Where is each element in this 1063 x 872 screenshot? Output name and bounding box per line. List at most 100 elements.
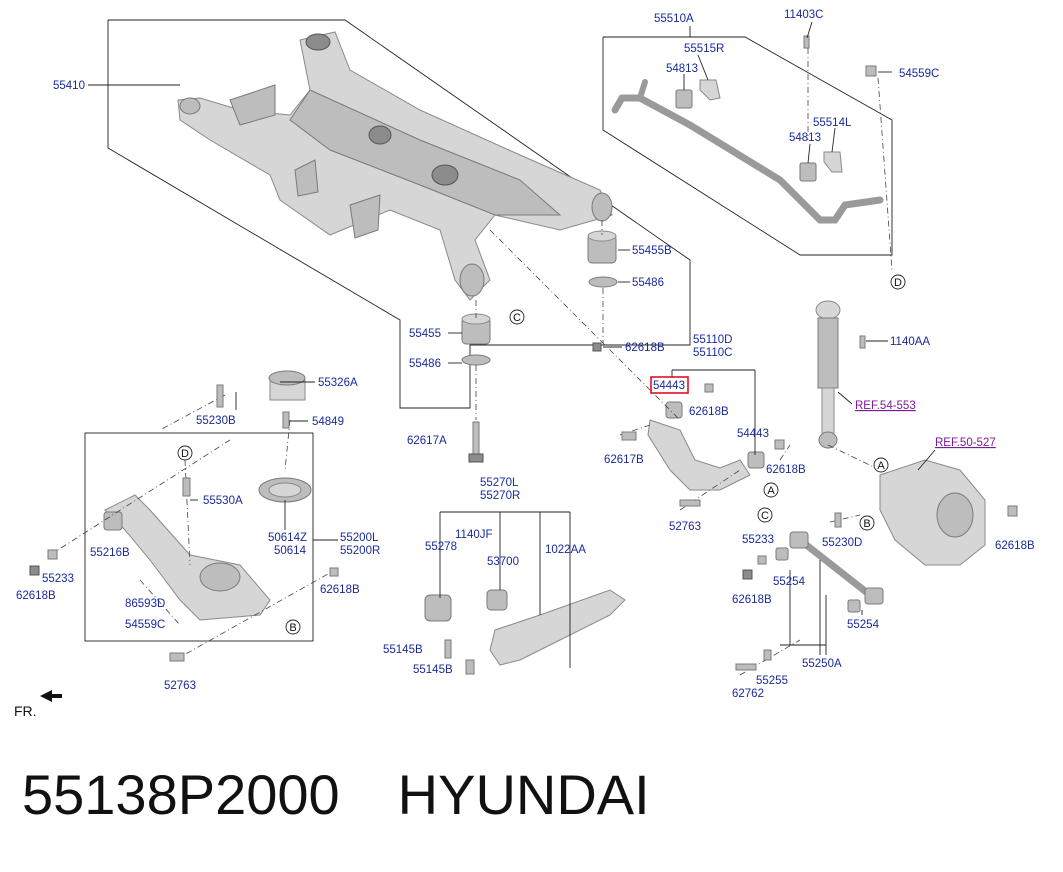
- washer-55486-a-drawing: [588, 276, 618, 288]
- label-62617A[interactable]: 62617A: [407, 435, 447, 447]
- callout-B-1: B: [289, 622, 296, 634]
- label-54813-a[interactable]: 54813: [666, 63, 698, 75]
- label-55200R[interactable]: 55200R: [340, 545, 380, 557]
- label-55254-b[interactable]: 55254: [847, 619, 880, 631]
- crossmember-drawing: [177, 31, 613, 301]
- label-55510A[interactable]: 55510A: [654, 13, 694, 25]
- stabilizer-clamp-b-drawing: [823, 151, 843, 173]
- washer-55486-b-drawing: [461, 354, 491, 366]
- label-62618B-l2[interactable]: 62618B: [320, 584, 360, 596]
- label-55216B[interactable]: 55216B: [90, 547, 130, 559]
- bolt-11403C-drawing: [803, 35, 810, 49]
- bushing-55455-drawing: [461, 313, 491, 345]
- stabilizer-bushing-a-drawing: [675, 89, 693, 109]
- label-55270R[interactable]: 55270R: [480, 490, 520, 502]
- label-54849[interactable]: 54849: [312, 416, 344, 428]
- label-55110D[interactable]: 55110D: [693, 334, 732, 346]
- leader-lines: [88, 21, 936, 668]
- label-55270L[interactable]: 55270L: [480, 477, 519, 489]
- footer-brand: HYUNDAI: [397, 763, 650, 826]
- label-1140AA[interactable]: 1140AA: [890, 336, 930, 348]
- label-62618B-c[interactable]: 62618B: [766, 464, 806, 476]
- callout-circles: C D A D B A C B: [177, 274, 906, 635]
- spring-pad-55326A-drawing: [268, 370, 306, 401]
- callout-B-2: B: [863, 518, 870, 530]
- label-55410[interactable]: 55410: [53, 80, 85, 92]
- nut-54559C-top-drawing: [865, 65, 877, 77]
- label-1140JF[interactable]: 1140JF: [455, 529, 493, 541]
- bolt-1140AA-drawing: [859, 335, 866, 349]
- nut-62618B-mid-drawing: [592, 342, 602, 352]
- label-55455B[interactable]: 55455B: [632, 245, 672, 257]
- label-55455[interactable]: 55455: [409, 328, 441, 340]
- label-52763-left[interactable]: 52763: [164, 680, 196, 692]
- highlight-box: [650, 376, 689, 394]
- rear-link-drawing: [775, 531, 884, 613]
- label-53700[interactable]: 53700: [487, 556, 519, 568]
- label-54559C-top[interactable]: 54559C: [899, 68, 939, 80]
- label-54443-highlighted[interactable]: 54443: [653, 380, 685, 392]
- footer-caption: 55138P2000 HYUNDAI: [22, 762, 650, 827]
- stabilizer-clamp-a-drawing: [699, 79, 721, 101]
- label-62618B-right[interactable]: 62618B: [995, 540, 1035, 552]
- bolt-62617A-drawing: [468, 421, 484, 463]
- label-55278[interactable]: 55278: [425, 541, 457, 553]
- stabilizer-group-outline: [602, 36, 893, 256]
- bushing-54443-a-drawing: [665, 401, 683, 419]
- label-54559C-left[interactable]: 54559C: [125, 619, 165, 631]
- label-50614Z[interactable]: 50614Z: [268, 532, 307, 544]
- bushing-55455B-drawing: [587, 230, 617, 264]
- label-54813-b[interactable]: 54813: [789, 132, 821, 144]
- upper-arm-drawing: [647, 419, 751, 491]
- label-86593D[interactable]: 86593D: [125, 598, 165, 610]
- label-55254-a[interactable]: 55254: [773, 576, 806, 588]
- label-62617B[interactable]: 62617B: [604, 454, 644, 466]
- label-62618B-mid[interactable]: 62618B: [625, 342, 665, 354]
- label-54443[interactable]: 54443: [737, 428, 769, 440]
- label-62618B-b[interactable]: 62618B: [689, 406, 729, 418]
- label-55145B-b[interactable]: 55145B: [413, 664, 453, 676]
- ref-50-527[interactable]: REF.50-527: [935, 437, 996, 449]
- label-55515R[interactable]: 55515R: [684, 43, 724, 55]
- label-55230B[interactable]: 55230B: [196, 415, 236, 427]
- callout-C-2: C: [761, 510, 769, 522]
- subframe-group-outline: [107, 19, 691, 409]
- label-55233-left[interactable]: 55233: [42, 573, 74, 585]
- shock-absorber-drawing: [815, 300, 841, 449]
- ref-54-553[interactable]: REF.54-553: [855, 400, 916, 412]
- spring-seat-50614-drawing: [258, 477, 312, 503]
- footer-part-number: 55138P2000: [22, 763, 340, 826]
- label-62618B-r2[interactable]: 62618B: [732, 594, 772, 606]
- callout-D-1: D: [894, 277, 902, 289]
- label-62618B-left[interactable]: 62618B: [16, 590, 56, 602]
- hardware-shapes: [29, 383, 1018, 675]
- front-direction-indicator: FR.: [14, 690, 62, 719]
- label-1022AA[interactable]: 1022AA: [545, 544, 586, 556]
- label-55110C[interactable]: 55110C: [693, 347, 732, 359]
- stabilizer-bushing-b-drawing: [799, 162, 817, 182]
- label-55230D[interactable]: 55230D: [822, 537, 862, 549]
- label-55145B-a[interactable]: 55145B: [383, 644, 423, 656]
- label-11403C[interactable]: 11403C: [784, 9, 823, 21]
- stabilizer-bar-drawing: [611, 79, 884, 224]
- label-52763-mid[interactable]: 52763: [669, 521, 701, 533]
- callout-C-1: C: [513, 312, 521, 324]
- label-55250A[interactable]: 55250A: [802, 658, 842, 670]
- label-55200L[interactable]: 55200L: [340, 532, 379, 544]
- callout-D-2: D: [181, 448, 189, 460]
- label-62762[interactable]: 62762: [732, 688, 764, 700]
- part-labels: 55410 55510A 11403C 55515R 54813 54559C …: [16, 9, 1035, 700]
- label-55326A[interactable]: 55326A: [318, 377, 358, 389]
- label-55514L[interactable]: 55514L: [813, 117, 852, 129]
- label-55255[interactable]: 55255: [756, 675, 788, 687]
- lower-arm-drawing: [103, 494, 271, 621]
- front-arrow-icon: [40, 690, 62, 702]
- label-55486-b[interactable]: 55486: [409, 358, 441, 370]
- callout-A-1: A: [767, 485, 775, 497]
- callout-A-2: A: [877, 460, 885, 472]
- label-55233-right[interactable]: 55233: [742, 534, 774, 546]
- label-55530A[interactable]: 55530A: [203, 495, 243, 507]
- label-50614[interactable]: 50614: [274, 545, 307, 557]
- label-55486-a[interactable]: 55486: [632, 277, 664, 289]
